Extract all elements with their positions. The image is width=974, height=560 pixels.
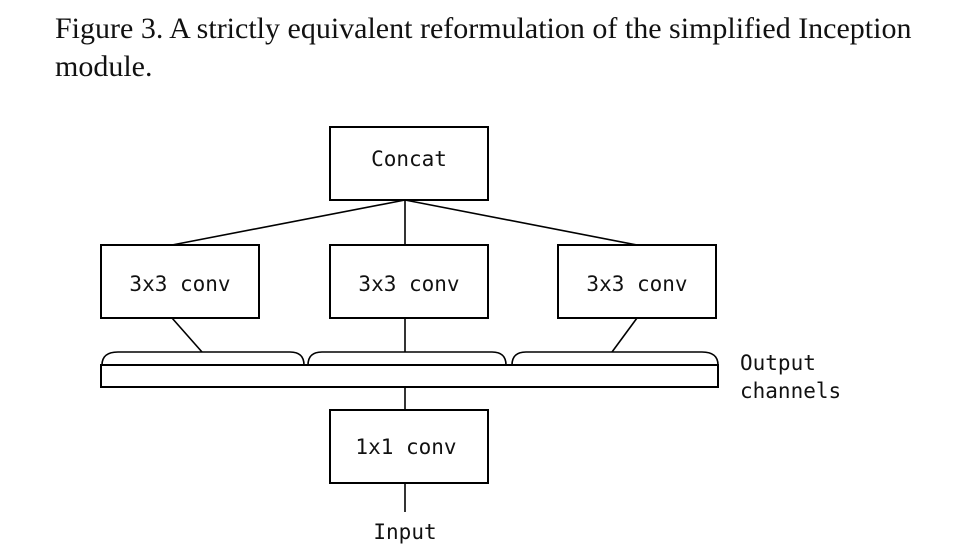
- edge-concat-to-left-conv: [171, 199, 406, 246]
- edge-left-conv-to-brace: [171, 317, 203, 353]
- edge-concat-to-right-conv: [404, 199, 638, 246]
- conv3x3-label-right: 3x3 conv: [586, 272, 687, 296]
- channel-group-brace-right: [511, 351, 719, 366]
- concat-label: Concat: [371, 147, 447, 171]
- figure-caption: Figure 3. A strictly equivalent reformul…: [55, 12, 912, 83]
- output-channels-label-line1: Output: [740, 351, 816, 375]
- output-channels-bar: [100, 364, 719, 388]
- edge-right-conv-to-brace: [611, 317, 638, 353]
- conv3x3-node-middle: 3x3 conv: [329, 244, 489, 319]
- conv3x3-label-middle: 3x3 conv: [358, 272, 459, 296]
- concat-node: Concat: [329, 126, 489, 201]
- conv1x1-node: 1x1 conv: [329, 409, 489, 484]
- channel-group-brace-middle: [307, 351, 507, 366]
- conv1x1-label: 1x1 conv: [355, 435, 456, 459]
- input-label: Input: [373, 520, 436, 544]
- channel-group-brace-left: [101, 351, 305, 366]
- conv3x3-node-right: 3x3 conv: [557, 244, 717, 319]
- output-channels-label-line2: channels: [740, 379, 841, 403]
- conv3x3-node-left: 3x3 conv: [100, 244, 260, 319]
- conv3x3-label-left: 3x3 conv: [129, 272, 230, 296]
